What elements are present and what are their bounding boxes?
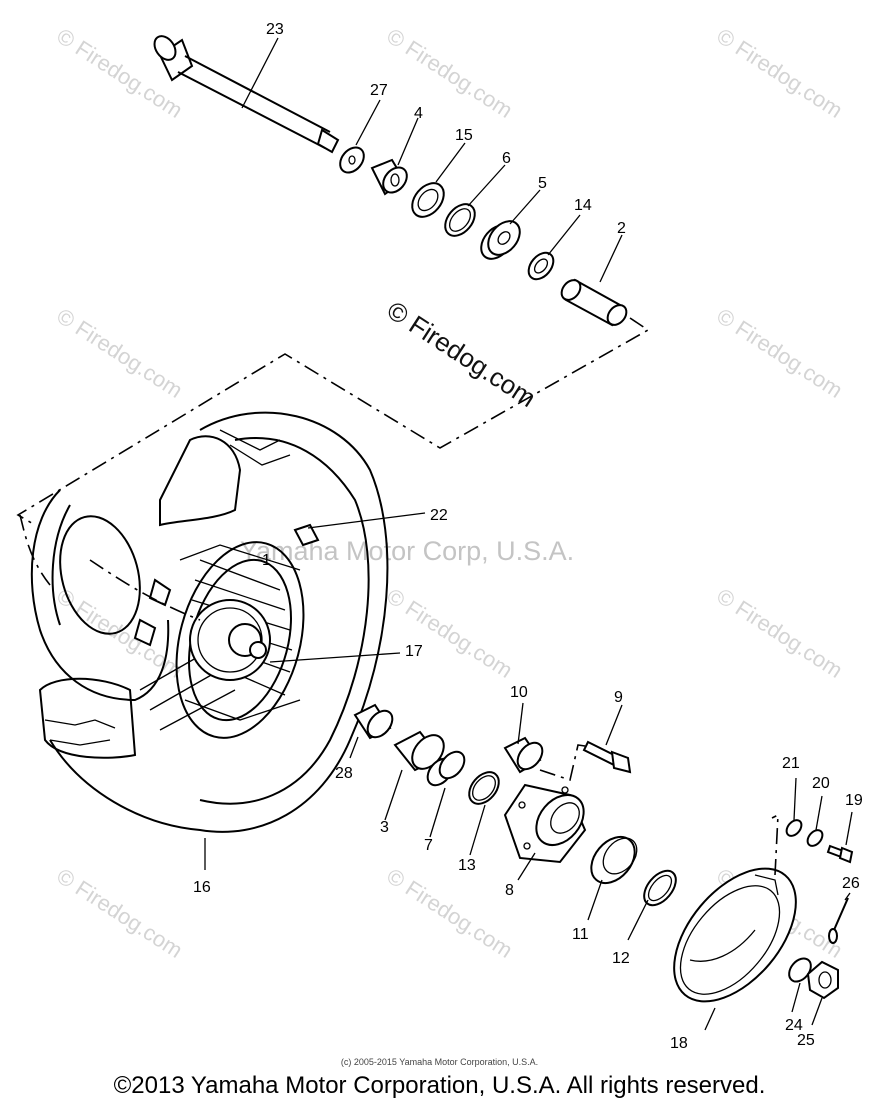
label-part-6: 6 xyxy=(502,150,511,167)
label-part-2: 2 xyxy=(617,220,626,237)
part-hub-seal xyxy=(590,835,638,885)
part-bolt xyxy=(582,740,632,774)
part-spacer xyxy=(560,278,628,327)
label-part-21: 21 xyxy=(782,755,800,772)
part-clutch-hub xyxy=(503,783,587,864)
label-part-14: 14 xyxy=(574,197,592,214)
part-axle xyxy=(153,35,340,154)
part-small-washer xyxy=(785,819,803,837)
watermark: © Firedog.com xyxy=(52,303,187,403)
watermark: © Firedog.com xyxy=(382,583,517,683)
part-hub-circlip xyxy=(643,869,677,907)
part-small-bolt xyxy=(826,844,854,864)
part-cotter-pin xyxy=(828,897,849,944)
label-part-16: 16 xyxy=(193,879,211,896)
assembly-dash-line xyxy=(89,559,201,621)
label-part-5: 5 xyxy=(538,175,547,192)
part-o-ring xyxy=(468,771,500,805)
copyright-main: ©2013 Yamaha Motor Corporation, U.S.A. A… xyxy=(113,1072,766,1099)
watermark: © Firedog.com xyxy=(382,23,517,123)
leader-lines xyxy=(204,37,853,1031)
part-washer-hole xyxy=(348,155,356,165)
label-part-20: 20 xyxy=(812,775,830,792)
label-part-25: 25 xyxy=(797,1032,815,1049)
label-part-7: 7 xyxy=(424,837,433,854)
yamaha-watermark: Yamaha Motor Corp, U.S.A. xyxy=(240,536,574,566)
label-part-28: 28 xyxy=(335,765,353,782)
part-sprocket-collar xyxy=(503,736,544,774)
watermark: © Firedog.com xyxy=(382,863,517,963)
label-part-23: 23 xyxy=(266,21,284,38)
watermark: © Firedog.com xyxy=(712,583,847,683)
label-part-27: 27 xyxy=(370,82,388,99)
assembly-dash-line xyxy=(19,514,51,586)
label-part-22: 22 xyxy=(430,507,448,524)
watermark: © Firedog.com xyxy=(52,863,187,963)
center-watermark: © Firedog.com xyxy=(382,295,542,413)
label-part-9: 9 xyxy=(614,689,623,706)
label-part-19: 19 xyxy=(845,792,863,809)
label-part-24: 24 xyxy=(785,1017,803,1034)
label-part-15: 15 xyxy=(455,127,473,144)
part-circlip xyxy=(444,203,476,237)
part-spacer-washer xyxy=(527,251,555,281)
label-part-26: 26 xyxy=(842,875,860,892)
label-part-11: 11 xyxy=(572,926,589,943)
label-part-1: 1 xyxy=(262,552,271,569)
label-part-4: 4 xyxy=(414,105,423,122)
part-bearing xyxy=(480,220,521,260)
part-hub-spacer xyxy=(426,750,466,787)
watermark: © Firedog.com xyxy=(712,23,847,123)
part-axle-nut xyxy=(806,960,839,1000)
part-lock-washer xyxy=(806,829,824,847)
label-part-10: 10 xyxy=(510,684,528,701)
assembly-dash-line xyxy=(539,744,586,782)
part-collar xyxy=(370,158,408,196)
label-part-17: 17 xyxy=(405,643,423,660)
part-hub-bearing xyxy=(393,730,445,772)
label-part-18: 18 xyxy=(670,1035,688,1052)
label-part-12: 12 xyxy=(612,950,630,967)
watermark: © Firedog.com xyxy=(712,303,847,403)
part-washer xyxy=(339,146,365,174)
label-part-8: 8 xyxy=(505,882,514,899)
part-oil-seal xyxy=(411,182,445,218)
part-number-labels: 23 27 4 15 6 5 14 2 22 1 17 16 28 3 7 13… xyxy=(193,21,863,1052)
part-axle-washer xyxy=(788,957,812,983)
copyright-small: (c) 2005-2015 Yamaha Motor Corporation, … xyxy=(340,1057,539,1067)
part-hub-collar xyxy=(353,703,394,740)
part-brake-plate xyxy=(673,867,797,1003)
label-part-3: 3 xyxy=(380,819,389,836)
label-part-13: 13 xyxy=(458,857,476,874)
assembly-dash-line xyxy=(771,813,779,876)
